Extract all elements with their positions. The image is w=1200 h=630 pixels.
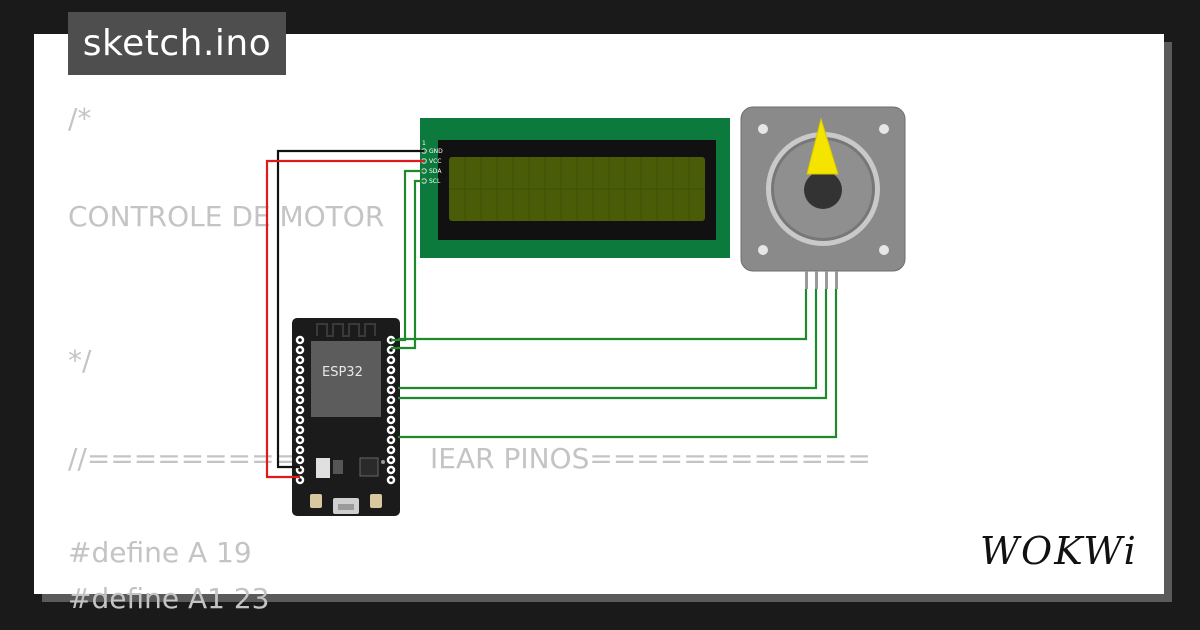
lcd-pin-sda: SDA [429, 168, 442, 175]
code-line-define-a1: #define A1 23 [68, 582, 270, 615]
motor-needle-icon [806, 117, 839, 175]
esp32-chip-label: ESP32 [322, 365, 363, 380]
lcd-display[interactable]: 1 GND VCC SDA SCL [420, 118, 730, 258]
lcd-pin-vcc: VCC [429, 158, 441, 165]
lcd-pin1-marker: 1 [422, 140, 426, 147]
stepper-motor[interactable] [740, 106, 906, 289]
file-tab[interactable]: sketch.ino [68, 12, 286, 75]
lcd-pin-scl: SCL [429, 178, 441, 185]
code-editor[interactable]: /* CONTROLE DE MOTOR */ //============ I… [68, 34, 871, 615]
code-line-title: CONTROLE DE MOTOR [68, 200, 385, 233]
code-line-section-right: IEAR PINOS============ [430, 442, 871, 475]
code-line-comment-close: */ [68, 344, 92, 377]
esp32-board[interactable]: ESP32 [292, 318, 400, 516]
code-line-comment-open: /* [68, 102, 92, 135]
wokwi-logo-text: WOKWi [980, 529, 1138, 573]
wokwi-logo[interactable]: WOKWi [978, 526, 1150, 576]
code-line-define-a: #define A 19 [68, 536, 252, 569]
wires [265, 149, 838, 479]
lcd-pin-gnd: GND [429, 148, 443, 155]
